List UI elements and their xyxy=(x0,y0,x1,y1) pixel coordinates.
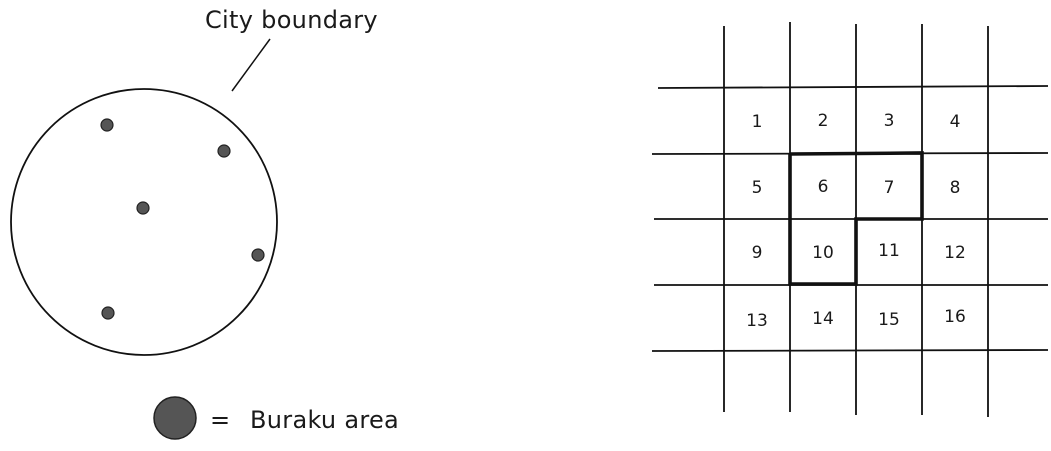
buraku-marker xyxy=(251,248,265,262)
grid-cell-number: 2 xyxy=(818,111,829,131)
grid-cell-number: 9 xyxy=(752,243,763,263)
grid-cell-number: 10 xyxy=(812,243,834,263)
grid-cell-number: 13 xyxy=(746,311,768,331)
grid-line xyxy=(651,349,1049,352)
grid-cell-number: 4 xyxy=(950,112,961,132)
legend-marker-icon xyxy=(153,396,197,440)
grid-cell-number: 3 xyxy=(884,111,895,131)
legend-label: Buraku area xyxy=(250,406,399,434)
boundary-leader-line xyxy=(231,38,271,92)
grid-cell-number: 11 xyxy=(878,241,900,261)
boundary-label: City boundary xyxy=(205,6,378,34)
city-boundary-circle xyxy=(10,88,278,356)
legend: = Buraku area xyxy=(153,396,399,440)
buraku-marker xyxy=(100,118,114,132)
buraku-marker xyxy=(217,144,231,158)
grid-line xyxy=(657,85,1049,89)
grid-cell-number: 5 xyxy=(752,178,763,198)
grid-cell-number: 12 xyxy=(944,243,966,263)
grid-cell-number: 8 xyxy=(950,178,961,198)
grid-cell-number: 1 xyxy=(752,112,763,132)
grid-cell-number: 15 xyxy=(878,310,900,330)
grid-cell-number: 16 xyxy=(944,307,966,327)
grid-map: 1 2 3 4 5 6 7 8 9 10 11 12 13 14 15 16 xyxy=(651,22,1049,417)
legend-equals: = xyxy=(210,406,230,434)
grid-cell-number: 6 xyxy=(818,177,829,197)
grid-cell-numbers: 1 2 3 4 5 6 7 8 9 10 11 12 13 14 15 16 xyxy=(746,111,966,331)
buraku-marker xyxy=(101,306,115,320)
grid-cell-number: 14 xyxy=(812,309,834,329)
grid-cell-number: 7 xyxy=(884,178,895,198)
buraku-markers xyxy=(100,118,265,320)
highlighted-region-outline xyxy=(788,151,924,286)
buraku-marker xyxy=(136,201,150,215)
city-map: City boundary = Buraku area xyxy=(10,6,399,440)
